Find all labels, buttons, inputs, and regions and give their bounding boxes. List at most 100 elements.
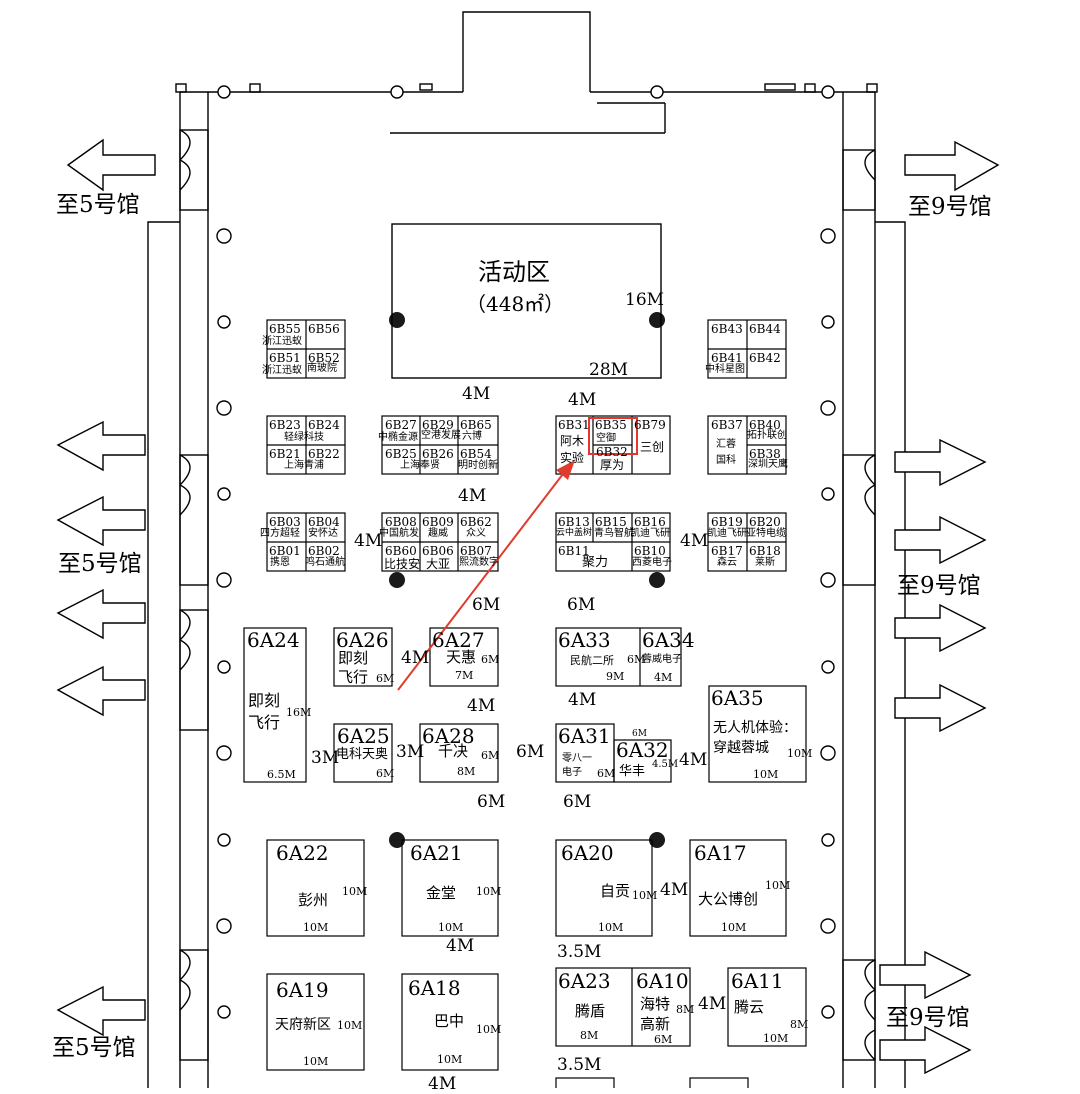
booth-id: 6B79: [634, 418, 666, 432]
booth-id: 6B42: [749, 351, 781, 365]
booth-name: 大公博创: [698, 890, 759, 908]
booth-dimension: 6M: [597, 767, 616, 780]
booth-id: 6B24: [308, 418, 340, 432]
booth-dimension: 8M: [790, 1018, 809, 1031]
booth-id: 6B02: [308, 544, 340, 558]
direction-label-hall9: 至9号馆: [908, 194, 992, 220]
aisle-width-label: 4M: [428, 1074, 457, 1094]
booth-id: 6A28: [422, 724, 475, 748]
booth-id: 6B04: [308, 515, 340, 529]
highlight-box: [588, 417, 638, 455]
aisle-width-label: 4M: [698, 994, 727, 1014]
booth-dimension: 10M: [476, 1023, 502, 1036]
activity-zone-title: 活动区: [478, 258, 550, 286]
booth-name: 凯迪飞研: [707, 528, 747, 539]
booth-name: 民航二所: [570, 654, 614, 667]
hall-walls: [147, 11, 906, 1088]
booth-dimension: 6M: [376, 672, 395, 685]
booth-id: 6B65: [460, 418, 492, 432]
booth-name: 阿木实验: [560, 434, 585, 465]
aisle-width-label: 3.5M: [557, 942, 602, 962]
aisle-width-label: 3M: [311, 748, 340, 768]
booth-dimension: 6.5M: [267, 768, 296, 781]
activity-height-label: 28M: [589, 360, 629, 380]
booth-name: 蓉威电子: [642, 654, 682, 665]
direction-label-hall5: 至5号馆: [52, 1035, 136, 1061]
booth-name: 六博: [462, 431, 482, 442]
booth-id: 6B03: [269, 515, 301, 529]
booth-dimension: 10M: [476, 885, 502, 898]
booth-dimension: 10M: [753, 768, 779, 781]
aisle-width-label: 4M: [446, 936, 475, 956]
booth-id: 6A21: [410, 841, 463, 865]
booth-id: 6B56: [308, 322, 340, 336]
booth-name: 巴中: [434, 1012, 465, 1030]
filled-columns: [389, 312, 665, 848]
booth-name: 金堂: [426, 884, 457, 902]
booth-dimension: 6M: [376, 767, 395, 780]
booth-id: 6B22: [308, 447, 340, 461]
booth-dimension: 6M: [654, 1033, 673, 1046]
booth-id: 6B41: [711, 351, 743, 365]
aisle-width-label: 4M: [462, 384, 491, 404]
booth-dimension: 6M: [481, 749, 500, 762]
booth-name: 明时创新: [458, 460, 498, 471]
booth-dimension: 6M: [632, 729, 647, 739]
booth-id: 6B37: [711, 418, 743, 432]
booth-id: 6B54: [460, 447, 492, 461]
small-booth-grids: [266, 319, 787, 572]
booth-name: 凯迪飞研: [630, 528, 670, 539]
activity-width-label: 16M: [625, 290, 665, 310]
booth-id: 6A10: [636, 969, 689, 993]
booth-name: 众义: [466, 528, 486, 539]
direction-label-hall5: 至5号馆: [56, 192, 140, 218]
booth-dimension: 10M: [437, 1053, 463, 1066]
direction-label-hall5: 至5号馆: [58, 551, 142, 577]
booth-name: 厚为: [600, 458, 625, 472]
booth-dimension: 7M: [455, 669, 474, 682]
aisle-width-label: 6M: [567, 595, 596, 615]
direction-arrows: [56, 138, 1000, 1075]
booth-name: 天府新区: [275, 1017, 331, 1033]
booth-name: 青鸟智航: [594, 528, 634, 539]
booth-id: 6B60: [385, 544, 417, 558]
aisle-width-label: 3M: [396, 742, 425, 762]
booth-id: 6A26: [336, 628, 389, 652]
booth-name: 腾盾: [575, 1002, 606, 1020]
booth-dimension: 10M: [598, 921, 624, 934]
booth-name: 零八一电子: [562, 753, 592, 778]
booth-name: 浙江迅蚁: [262, 365, 302, 376]
booth-id: 6B09: [422, 515, 454, 529]
booth-name: 电科天奥: [336, 747, 389, 762]
booth-id: 6A11: [731, 969, 784, 993]
booth-name: 西菱电子: [632, 557, 672, 568]
booth-id: 6A32: [616, 738, 669, 762]
booth-id: 6B19: [711, 515, 743, 529]
direction-label-hall9: 至9号馆: [886, 1005, 970, 1031]
booth-dimension: 10M: [303, 921, 329, 934]
booth-name: 森云: [717, 557, 737, 568]
right-arrow-icon: [879, 1025, 972, 1075]
booth-id: 6B17: [711, 544, 743, 558]
booth-id: 6B16: [634, 515, 666, 529]
booth-name: 即刻飞行: [338, 649, 369, 686]
booth-id: 6A24: [247, 628, 300, 652]
booth-dimension: 10M: [342, 885, 368, 898]
booth-dimension: 8M: [457, 765, 476, 778]
booth-id: 6B32: [596, 445, 628, 459]
booth-dimension: 6M: [481, 653, 500, 666]
booth-id: 6A34: [642, 628, 695, 652]
booth-id: 6B18: [749, 544, 781, 558]
booth-name: 汇蓉国科: [716, 439, 736, 466]
booth-name: 空港发展: [421, 430, 461, 441]
booth-id: 6B27: [385, 418, 417, 432]
booth-name: 携恩: [270, 557, 290, 568]
booth-dimension: 10M: [337, 1019, 363, 1032]
booth-id: 6B20: [749, 515, 781, 529]
booth-name: 中椭金源: [378, 432, 418, 443]
booth-id: 6B38: [749, 447, 781, 461]
booth-name: 大亚: [426, 557, 451, 571]
left-arrow-icon: [56, 588, 146, 640]
left-arrow-icon: [56, 495, 146, 547]
booth-dimension: 9M: [606, 670, 625, 683]
